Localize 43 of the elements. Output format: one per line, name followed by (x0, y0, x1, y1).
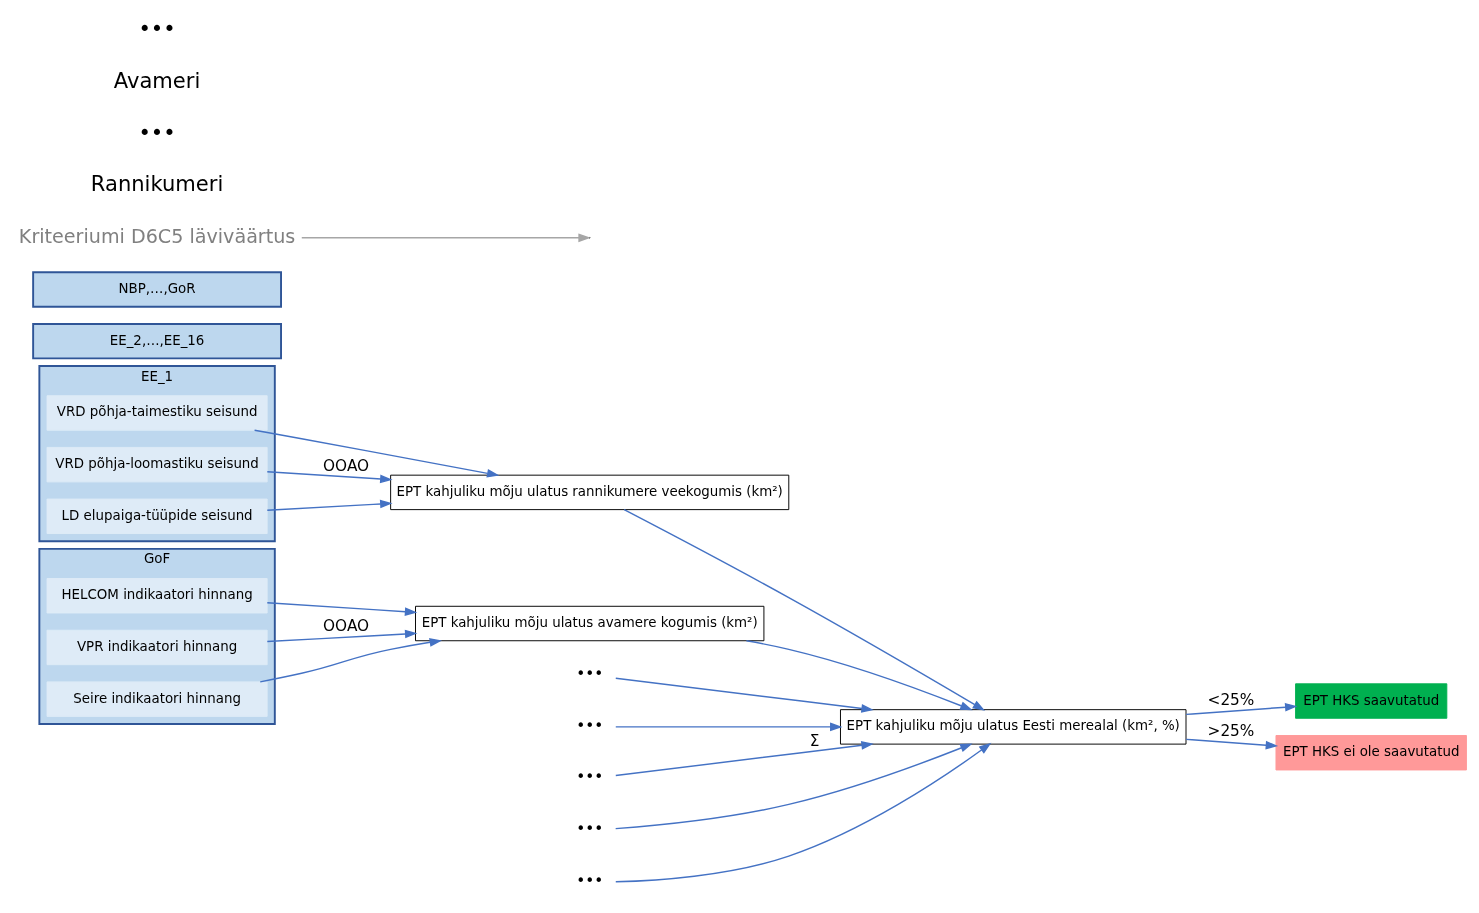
arrow (615, 741, 874, 777)
node-box: EPT kahjuliku mõju ulatus rannikumere veekogumis (km²) (390, 474, 790, 511)
node-box: VPR indikaatori hinnang (46, 629, 268, 666)
arrow (266, 499, 393, 511)
node-box: VRD põhja-loomastiku seisund (46, 446, 268, 483)
arrow (266, 470, 393, 484)
arrow (301, 233, 591, 243)
node-text: ••• (576, 716, 604, 735)
arrow (615, 742, 992, 883)
arrow (259, 638, 443, 683)
node-box: LD elupaiga-tüüpide seisund (46, 498, 268, 535)
arrow (615, 677, 874, 713)
node-box: EPT kahjuliku mõju ulatus Eesti merealal (km², %) (840, 709, 1187, 745)
arrow (266, 602, 418, 617)
node-box: EE_2,…,EE_16 (32, 323, 282, 360)
edge-label: OOAO (323, 457, 370, 476)
node-text: ••• (576, 664, 604, 683)
arrow (1185, 702, 1298, 716)
node-text: ••• (576, 768, 604, 787)
arrow (615, 722, 843, 732)
label: ••• (138, 16, 176, 42)
edge-label: OOAO (323, 616, 370, 635)
edge-label: Σ (809, 731, 820, 750)
label: ••• (138, 119, 176, 145)
arrow (614, 743, 973, 830)
arrow (266, 629, 418, 643)
node-box: EPT HKS ei ole saavutatud (1275, 735, 1467, 771)
node-box: VRD põhja-taimestiku seisund (46, 395, 268, 431)
arrow (623, 509, 986, 711)
label: Avameri (113, 68, 201, 94)
node-box: Seire indikaatori hinnang (46, 681, 268, 717)
node-box: NBP,…,GoR (32, 271, 282, 308)
node-text: ••• (576, 819, 604, 838)
node-box: HELCOM indikaatori hinnang (46, 578, 268, 614)
node-box: EPT kahjuliku mõju ulatus avamere kogumis (km²) (415, 605, 765, 642)
arrow (745, 640, 973, 711)
edge-label: <25% (1207, 690, 1255, 709)
label: Rannikumeri (90, 171, 224, 197)
node-box: EPT HKS saavutatud (1295, 683, 1448, 719)
node-text: Kriteeriumi D6C5 läviväärtus (18, 224, 296, 248)
arrow (1185, 738, 1279, 750)
node-text: ••• (576, 871, 604, 890)
edge-label: >25% (1207, 722, 1255, 741)
